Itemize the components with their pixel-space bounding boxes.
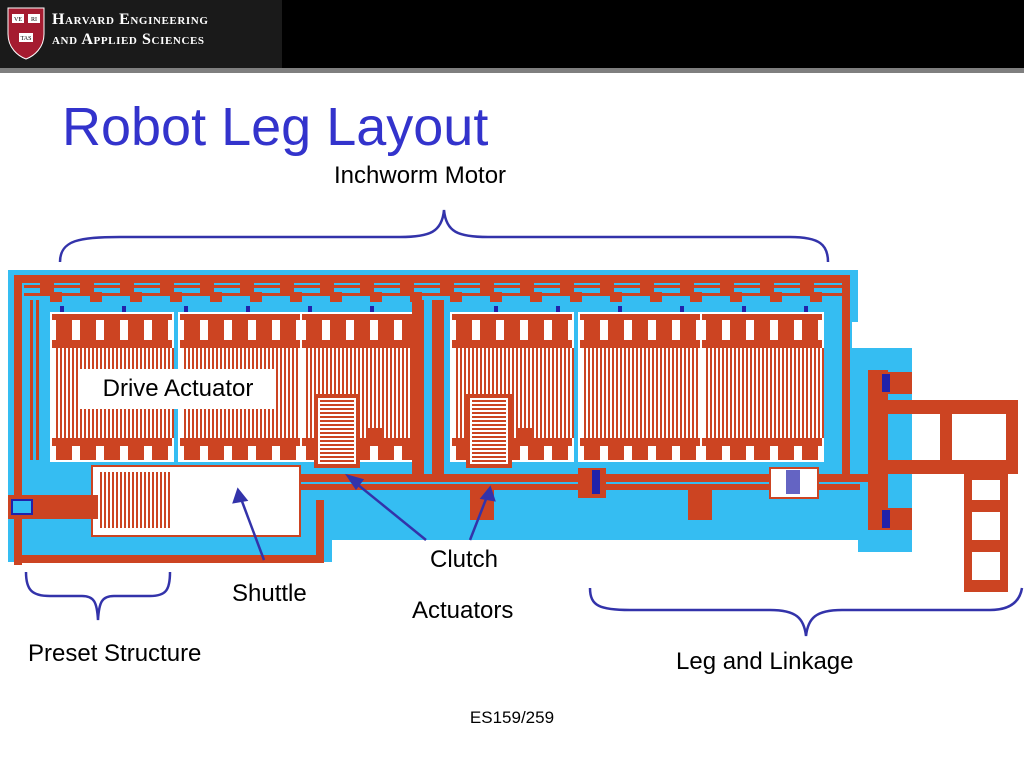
shuttle-label: Shuttle [232,580,307,607]
mems-layout [8,270,1018,592]
preset-box [91,465,301,537]
shuttle-arrow [238,495,266,561]
drive-actuator-label: Drive Actuator [80,369,276,409]
clutch-actuator-combs [314,394,534,468]
leg-and-linkage-label: Leg and Linkage [676,648,854,675]
clutch-label-line2: Actuators [412,597,514,624]
inchworm-motor-brace [58,209,830,263]
svg-text:RI: RI [31,17,37,23]
logo: VE RI TAS Harvard Engineering and Applie… [0,0,282,68]
annotation-arrows [232,473,496,561]
preset-structure-label: Preset Structure [28,640,202,667]
inchworm-motor-label: Inchworm Motor [334,162,507,189]
clutch-arrow-right [468,493,490,541]
brand-name: Harvard Engineering and Applied Sciences [52,10,209,50]
brand-line-2: and Applied Sciences [52,31,205,48]
clutch-arrow-left [351,479,427,541]
brand-line-1: Harvard Engineering [52,11,209,28]
header-rule [0,68,1024,73]
leg-and-linkage-brace [588,587,1024,637]
svg-text:VE: VE [14,17,22,23]
drive-actuator-blocks [50,312,824,462]
svg-text:TAS: TAS [21,36,32,42]
shield-icon: VE RI TAS [7,7,45,60]
header-bar: VE RI TAS Harvard Engineering and Applie… [0,0,1024,68]
clutch-label-line1: Clutch [430,546,499,573]
shuttle-bar [160,474,870,482]
footer-course: ES159/259 [469,708,555,727]
annotation-braces [24,209,1024,637]
slide-title: Robot Leg Layout [62,97,489,157]
bond-pads [40,280,822,316]
preset-structure-brace [24,571,172,621]
